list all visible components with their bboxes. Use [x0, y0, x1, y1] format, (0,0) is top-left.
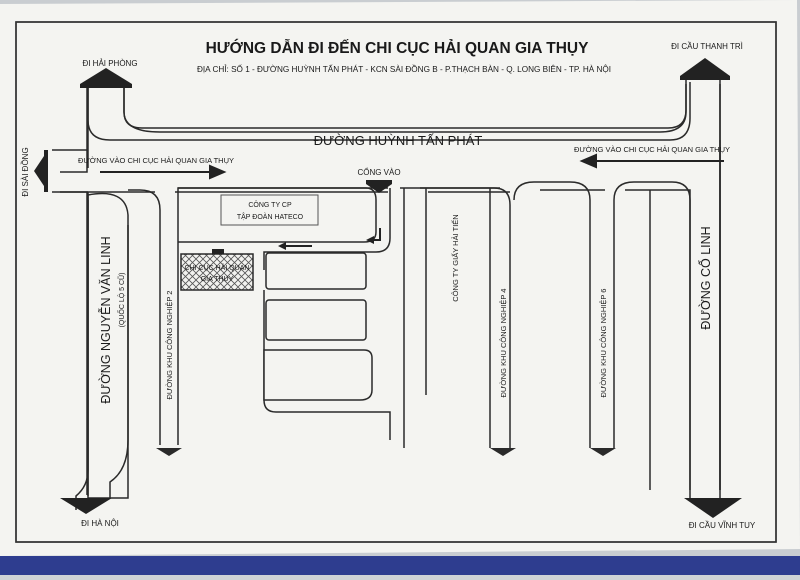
arrow-up-thanh-tri: [680, 58, 730, 76]
block-a: [265, 252, 367, 290]
road-sai-dong: [52, 149, 88, 193]
route-label-right: ĐƯỜNG VÀO CHI CỤC HẢI QUAN GIA THỤY: [574, 145, 730, 154]
route-label-left: ĐƯỜNG VÀO CHI CỤC HẢI QUAN GIA THỤY: [78, 156, 234, 165]
arrow-up-hai-phong: [80, 68, 132, 84]
road-name-nguyen-van-linh: ĐƯỜNG NGUYỄN VĂN LINH: [98, 236, 113, 403]
map-title: HƯỚNG DẪN ĐI ĐẾN CHI CỤC HẢI QUAN GIA TH…: [206, 39, 590, 57]
label-di-sai-dong: ĐI SÀI ĐỒNG: [20, 147, 30, 196]
paper-sheet: [0, 0, 800, 556]
address-line: ĐỊA CHỈ: SỐ 1 - ĐƯỜNG HUỲNH TẤN PHÁT - K…: [197, 63, 611, 74]
label-di-hai-phong: ĐI HẢI PHÒNG: [82, 59, 137, 68]
road-name-kcn6: ĐƯỜNG KHU CÔNG NGHIỆP 6: [599, 289, 608, 398]
customs-marker: [212, 249, 224, 254]
gate-label: CỔNG VÀO: [357, 168, 400, 177]
road-end-arrows: [156, 448, 616, 456]
label-di-cau-thanh-tri: ĐI CẦU THANH TRÌ: [671, 41, 743, 51]
arrow-down-kcn6: [590, 448, 616, 456]
inner-route-head: [366, 236, 374, 244]
arrow-down-kcn2: [156, 448, 182, 456]
road-name-huynh-tan-phat: ĐƯỜNG HUỲNH TẤN PHÁT: [314, 133, 483, 148]
road-outline-inner: [60, 85, 691, 490]
customs-label-line1: CHI CỤC HẢI QUAN: [185, 263, 250, 272]
hateco-box: [220, 194, 319, 226]
route-arrow-left-head: [579, 153, 597, 169]
hateco-label-line1: CÔNG TY CP: [248, 200, 292, 209]
inner-route-bend: [374, 228, 381, 241]
blue-desk-edge: [0, 556, 800, 575]
label-di-cau-vinh-tuy: ĐI CẦU VĨNH TUY: [689, 520, 756, 530]
customs-label-line2: GIA THỤY: [201, 276, 234, 283]
block-hateco-area: [178, 187, 377, 243]
road-name-co-linh: ĐƯỜNG CỔ LINH: [698, 226, 713, 329]
road-name-ql5: (QUỐC LỘ 5 CŨ): [116, 273, 126, 328]
arrow-down-vinh-tuy: [684, 498, 742, 518]
road-name-kcn2: ĐƯỜNG KHU CÔNG NGHIỆP 2: [165, 291, 174, 400]
hateco-label-line2: TẬP ĐOÀN HATECO: [237, 212, 304, 221]
customs-office-building: [180, 253, 254, 291]
block-b: [265, 299, 367, 341]
route-arrow-right-head: [209, 164, 227, 180]
gate-arrow-icon: [366, 184, 392, 193]
hai-tien-label: CÔNG TY GIẤY HẢI TIẾN: [450, 214, 460, 301]
label-di-ha-noi: ĐI HÀ NỘI: [81, 519, 119, 528]
road-name-kcn4: ĐƯỜNG KHU CÔNG NGHIỆP 4: [499, 289, 508, 398]
inner-route-head-2: [278, 242, 286, 250]
road-top-inner-edge: [87, 82, 691, 141]
arrow-down-ha-noi: [60, 498, 112, 514]
block-c: [263, 349, 373, 401]
arrow-down-kcn4: [490, 448, 516, 456]
